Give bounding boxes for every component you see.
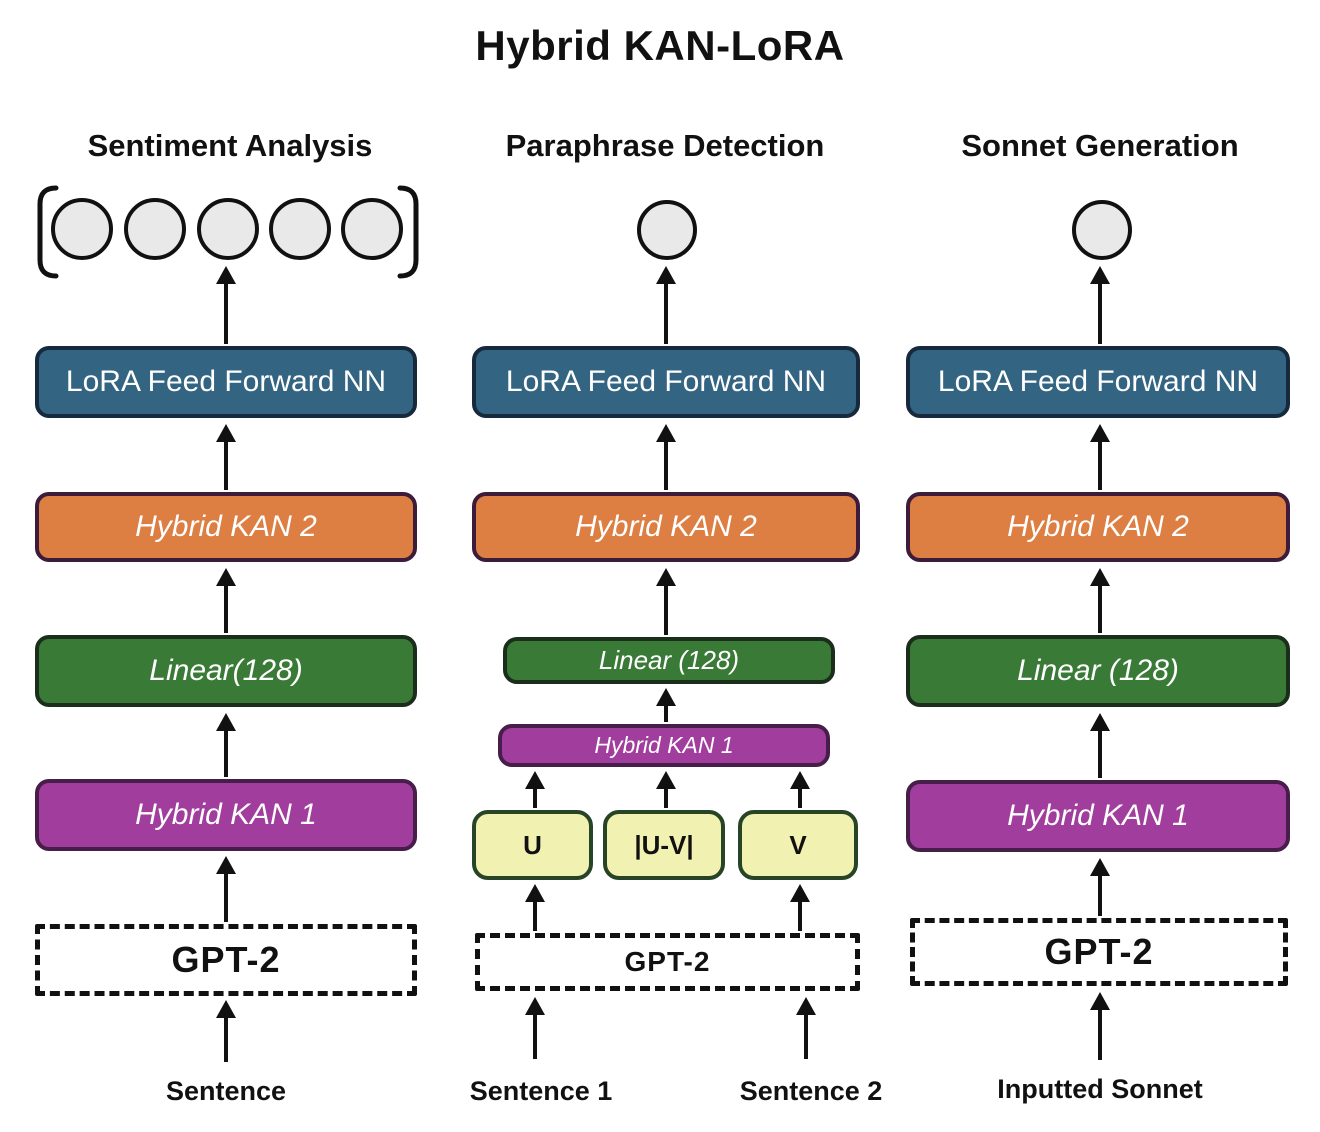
up-arrow-icon	[1090, 713, 1110, 778]
gpt2-box: GPT-2	[910, 918, 1288, 986]
up-arrow-icon	[1090, 568, 1110, 633]
close-bracket-icon	[396, 184, 422, 280]
up-arrow-icon	[1090, 992, 1110, 1060]
hybrid-kan1-box: Hybrid KAN 1	[35, 779, 417, 851]
column-header-paraphrase: Paraphrase Detection	[505, 128, 825, 163]
up-arrow-icon	[790, 771, 810, 808]
up-arrow-icon	[656, 424, 676, 490]
up-arrow-icon	[656, 688, 676, 722]
up-arrow-icon	[1090, 858, 1110, 916]
linear-box: Linear (128)	[906, 635, 1290, 707]
linear-box: Linear(128)	[35, 635, 417, 707]
output-node	[1072, 200, 1132, 260]
lora-ffnn-box: LoRA Feed Forward NN	[35, 346, 417, 418]
input-label: Sentence 2	[739, 1076, 883, 1106]
hybrid-kan2-box: Hybrid KAN 2	[906, 492, 1290, 562]
output-node	[197, 198, 259, 260]
up-arrow-icon	[525, 884, 545, 931]
linear-box: Linear (128)	[503, 637, 835, 684]
u-minus-v-box: |U-V|	[603, 810, 725, 880]
up-arrow-icon	[525, 771, 545, 808]
up-arrow-icon	[1090, 424, 1110, 490]
up-arrow-icon	[525, 997, 545, 1059]
input-label: Inputted Sonnet	[997, 1074, 1203, 1104]
output-node	[51, 198, 113, 260]
gpt2-box: GPT-2	[475, 933, 860, 991]
column-header-sonnet: Sonnet Generation	[961, 128, 1239, 163]
up-arrow-icon	[796, 997, 816, 1059]
up-arrow-icon	[656, 568, 676, 635]
up-arrow-icon	[216, 424, 236, 490]
up-arrow-icon	[216, 713, 236, 777]
up-arrow-icon	[216, 568, 236, 633]
output-node	[124, 198, 186, 260]
up-arrow-icon	[216, 1000, 236, 1062]
input-label: Sentence	[165, 1076, 287, 1106]
u-box: U	[472, 810, 593, 880]
up-arrow-icon	[216, 856, 236, 922]
open-bracket-icon	[34, 184, 60, 280]
up-arrow-icon	[656, 266, 676, 344]
hybrid-kan2-box: Hybrid KAN 2	[35, 492, 417, 562]
up-arrow-icon	[216, 266, 236, 344]
gpt2-box: GPT-2	[35, 924, 417, 996]
diagram-title: Hybrid KAN-LoRA	[475, 22, 845, 69]
hybrid-kan1-box: Hybrid KAN 1	[498, 724, 830, 767]
hybrid-kan1-box: Hybrid KAN 1	[906, 780, 1290, 852]
hybrid-kan2-box: Hybrid KAN 2	[472, 492, 860, 562]
input-label: Sentence 1	[469, 1076, 613, 1106]
v-box: V	[738, 810, 858, 880]
output-node	[269, 198, 331, 260]
up-arrow-icon	[790, 884, 810, 931]
up-arrow-icon	[656, 771, 676, 808]
up-arrow-icon	[1090, 266, 1110, 344]
output-node	[637, 200, 697, 260]
column-header-sentiment: Sentiment Analysis	[87, 128, 373, 163]
output-node	[341, 198, 403, 260]
lora-ffnn-box: LoRA Feed Forward NN	[906, 346, 1290, 418]
lora-ffnn-box: LoRA Feed Forward NN	[472, 346, 860, 418]
